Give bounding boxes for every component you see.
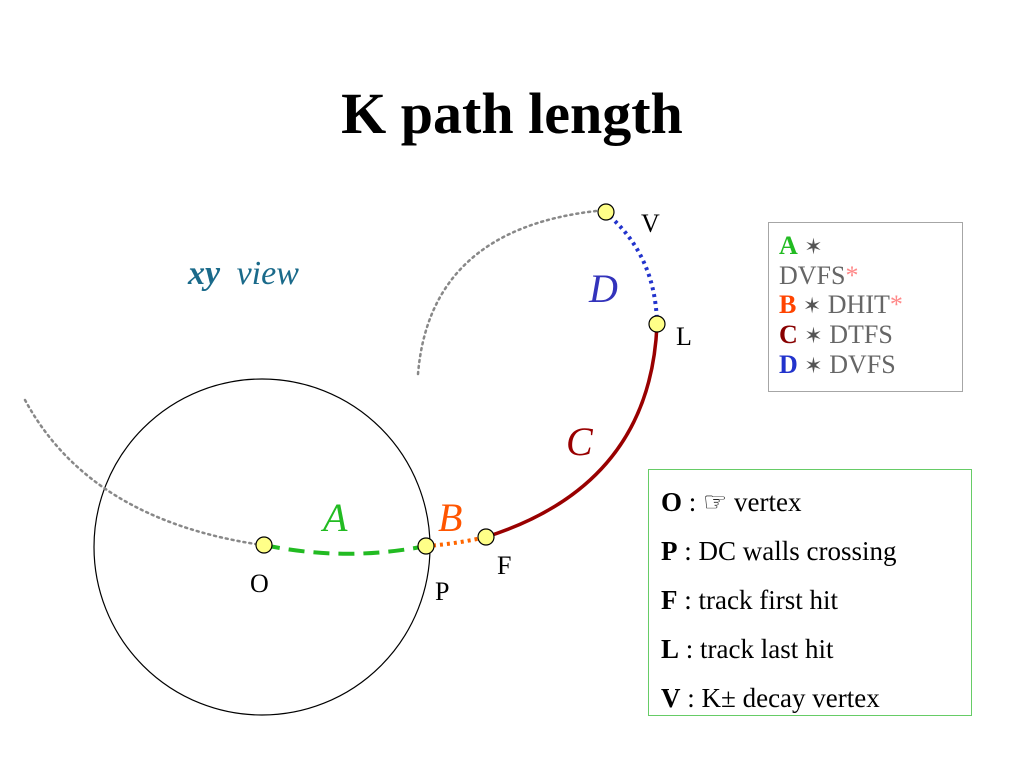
point-l-marker bbox=[648, 315, 666, 333]
segment-legend-row-a: A ✶ bbox=[779, 231, 952, 261]
point-legend-row-o: O : ☞ vertex bbox=[661, 478, 971, 527]
point-legend-sep-f: : bbox=[677, 585, 699, 615]
segment-c-path bbox=[485, 324, 659, 539]
point-legend-text-l: track last hit bbox=[700, 634, 834, 664]
point-o-marker bbox=[255, 536, 273, 554]
segment-legend: A ✶ DVFS* B ✶ DHIT* C ✶ DTFS D ✶ DVFS bbox=[768, 222, 963, 392]
point-legend-key-f: F bbox=[661, 585, 678, 615]
segment-legend-text-d: DVFS bbox=[829, 350, 896, 379]
point-legend-key-v: V bbox=[661, 683, 681, 713]
view-label-italic: view bbox=[237, 255, 300, 292]
segment-legend-row-d: D ✶ DVFS bbox=[779, 350, 952, 380]
segment-legend-text-b: DHIT bbox=[827, 290, 890, 319]
star-icon: ✶ bbox=[802, 293, 822, 318]
point-legend-sep-o: : bbox=[682, 487, 704, 517]
segment-legend-key-a: A bbox=[779, 231, 798, 260]
segment-a-path bbox=[263, 543, 427, 556]
star-icon: ✶ bbox=[804, 323, 823, 348]
segment-legend-text-c: DTFS bbox=[829, 320, 893, 349]
point-legend-key-p: P bbox=[661, 536, 678, 566]
point-legend-sep-v: : bbox=[680, 683, 702, 713]
point-legend-key-o: O bbox=[661, 487, 683, 517]
point-legend: O : ☞ vertex P : DC walls crossing F : t… bbox=[648, 469, 972, 716]
point-legend-sep-p: : bbox=[677, 536, 699, 566]
segment-legend-asterisk-a: * bbox=[845, 261, 859, 290]
point-legend-row-l: L : track last hit bbox=[661, 625, 971, 674]
point-f-label: F bbox=[497, 551, 511, 580]
segment-legend-asterisk-b: * bbox=[889, 290, 903, 319]
segment-legend-key-b: B bbox=[779, 290, 797, 319]
track-extrapolation-left bbox=[23, 398, 264, 547]
point-legend-text-v: K± decay vertex bbox=[701, 683, 880, 713]
point-v-marker bbox=[597, 203, 615, 221]
segment-b-label: B bbox=[438, 495, 462, 540]
segment-legend-text-a: DVFS bbox=[779, 261, 846, 290]
point-legend-text-o: vertex bbox=[727, 487, 802, 517]
segment-legend-key-d: D bbox=[779, 350, 798, 379]
point-p-label: P bbox=[435, 577, 449, 606]
segment-legend-key-c: C bbox=[779, 320, 798, 349]
pointing-hand-icon: ☞ bbox=[703, 487, 728, 517]
point-p-marker bbox=[417, 537, 435, 555]
point-legend-row-f: F : track first hit bbox=[661, 576, 971, 625]
segment-d-label: D bbox=[588, 266, 618, 311]
point-l-label: L bbox=[676, 322, 692, 351]
point-legend-text-f: track first hit bbox=[698, 585, 838, 615]
segment-legend-row-c: C ✶ DTFS bbox=[779, 320, 952, 350]
segment-c-label: C bbox=[566, 419, 594, 464]
view-label: xy view bbox=[187, 255, 299, 292]
segment-legend-row-a-cont: DVFS* bbox=[779, 261, 952, 290]
point-legend-sep-l: : bbox=[679, 634, 701, 664]
track-extrapolation-upper bbox=[416, 209, 598, 376]
point-legend-text-p: DC walls crossing bbox=[698, 536, 897, 566]
star-icon: ✶ bbox=[804, 353, 823, 378]
segment-b-path bbox=[425, 535, 487, 548]
point-legend-row-p: P : DC walls crossing bbox=[661, 527, 971, 576]
point-legend-key-l: L bbox=[661, 634, 680, 664]
slide-title: K path length bbox=[341, 81, 683, 146]
segment-a-label: A bbox=[320, 495, 348, 540]
point-v-label: V bbox=[641, 209, 660, 238]
star-icon: ✶ bbox=[804, 234, 823, 259]
point-legend-row-v: V : K± decay vertex bbox=[661, 674, 971, 723]
segment-d-path bbox=[604, 211, 659, 326]
view-label-bold: xy bbox=[187, 255, 221, 292]
point-o-label: O bbox=[250, 569, 269, 598]
segment-legend-row-b: B ✶ DHIT* bbox=[779, 290, 952, 320]
point-f-marker bbox=[477, 528, 495, 546]
